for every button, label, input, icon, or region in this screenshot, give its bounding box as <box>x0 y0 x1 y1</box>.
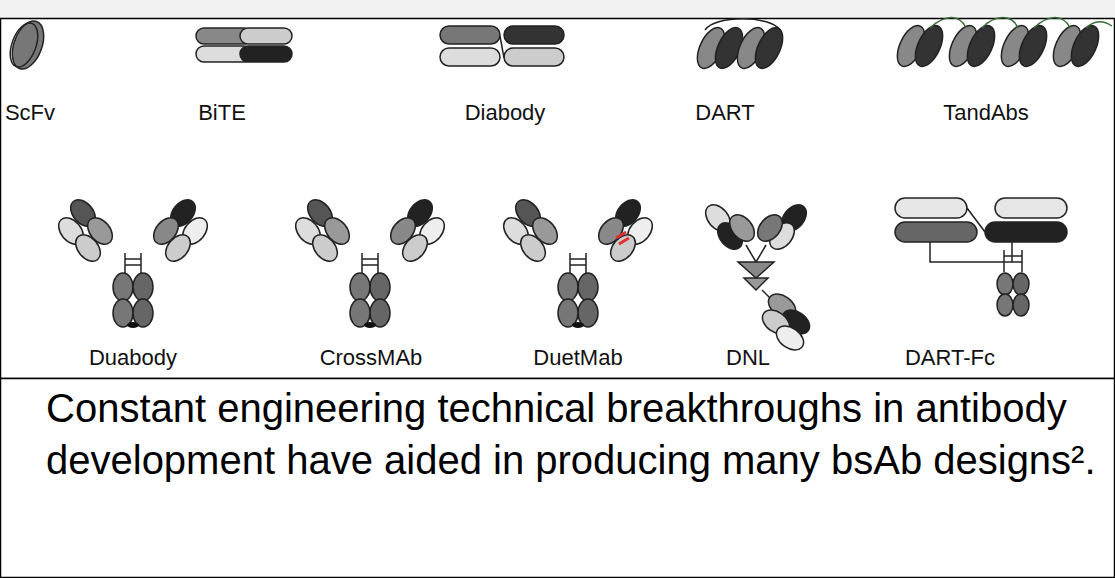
format-label: TandAbs <box>943 101 1029 125</box>
format-label: Duabody <box>89 346 177 370</box>
caption: Constant engineering technical breakthro… <box>46 382 1096 486</box>
format-label: ScFv <box>5 101 55 125</box>
format-label: Diabody <box>465 101 546 125</box>
format-label: BiTE <box>198 101 246 125</box>
format-label: DART <box>695 101 755 125</box>
format-label: DuetMab <box>533 346 622 370</box>
format-label: CrossMAb <box>320 346 423 370</box>
format-label: DNL <box>726 346 770 370</box>
format-label: DART-Fc <box>905 346 995 370</box>
